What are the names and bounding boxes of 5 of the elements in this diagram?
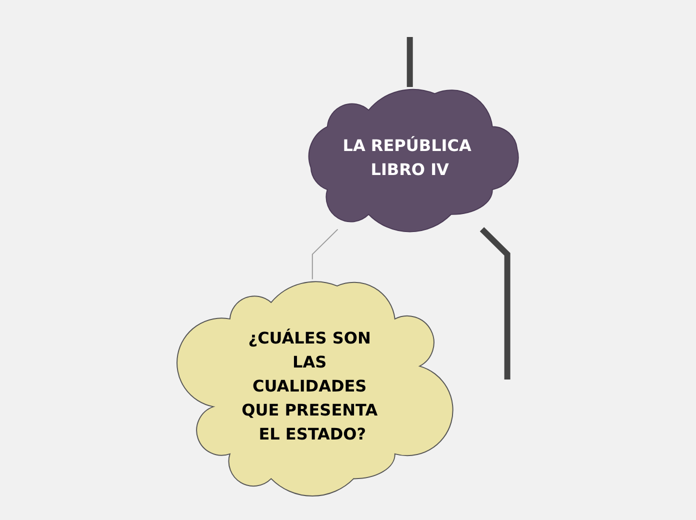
connector-line [312,229,339,280]
connector-line [480,228,511,380]
cloud-node: ¿CUÁLES SON LAS CUALIDADES QUE PRESENTA EL ESTADO? [176,282,454,497]
connector-line [407,37,414,88]
cloud-node: LA REPÚBLICA LIBRO IV [308,89,520,233]
